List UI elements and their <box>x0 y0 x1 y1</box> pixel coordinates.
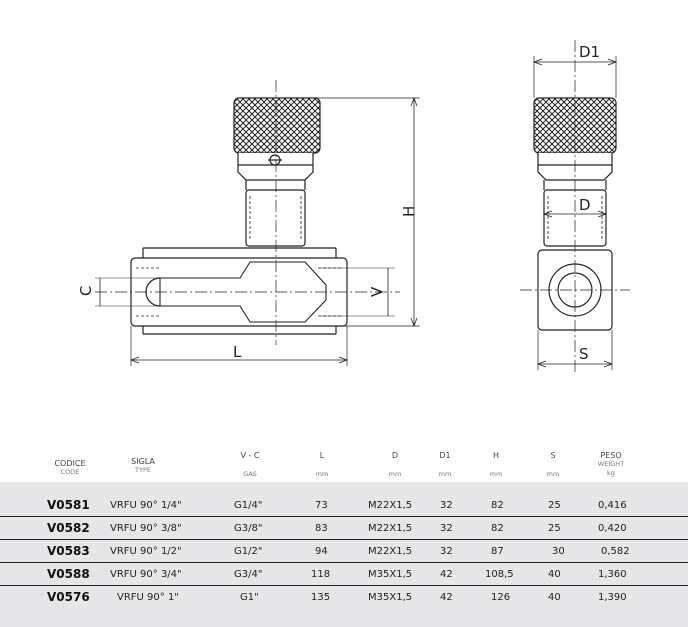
cell-d: M22X1,5 <box>368 500 413 511</box>
cell-code: V0588 <box>47 567 90 581</box>
cell-d: M35X1,5 <box>368 592 413 603</box>
cell-d: M22X1,5 <box>368 546 413 557</box>
cell-d1: 42 <box>440 592 453 603</box>
cell-s: 40 <box>548 569 561 580</box>
cell-gas: G3/4" <box>234 569 263 580</box>
dim-label-h: H <box>400 206 418 217</box>
cell-d: M35X1,5 <box>368 569 413 580</box>
cell-h: 87 <box>491 546 504 557</box>
cell-gas: G1/4" <box>234 500 263 511</box>
cell-code: V0583 <box>47 544 90 558</box>
cell-s: 25 <box>548 500 561 511</box>
table-row: V0576 VRFU 90° 1" G1" 135 M35X1,5 42 126… <box>0 589 688 609</box>
cell-h: 108,5 <box>485 569 514 580</box>
cell-weight: 0,416 <box>598 500 627 511</box>
cell-code: V0576 <box>47 590 90 604</box>
technical-drawing: C V H L D1 D S <box>77 40 630 372</box>
cell-h: 82 <box>491 500 504 511</box>
cell-type: VRFU 90° 1" <box>117 592 179 603</box>
front-view <box>520 40 630 372</box>
row-divider <box>0 539 688 540</box>
table-row: V0588 VRFU 90° 3/4" G3/4" 118 M35X1,5 42… <box>0 566 688 586</box>
cell-weight: 1,390 <box>598 592 627 603</box>
cell-code: V0581 <box>47 498 90 512</box>
cell-weight: 1,360 <box>598 569 627 580</box>
cell-s: 25 <box>548 523 561 534</box>
dim-label-l: L <box>233 343 242 361</box>
cell-weight: 0,420 <box>598 523 627 534</box>
cell-h: 126 <box>491 592 511 603</box>
cell-s: 30 <box>552 546 565 557</box>
cell-d1: 32 <box>440 546 453 557</box>
cell-l: 83 <box>315 523 328 534</box>
dim-label-d: D <box>579 196 591 214</box>
cell-type: VRFU 90° 3/4" <box>110 569 182 580</box>
cell-type: VRFU 90° 1/2" <box>110 546 182 557</box>
dim-label-v: V <box>368 286 386 297</box>
cell-weight: 0,582 <box>601 546 630 557</box>
table-row: V0583 VRFU 90° 1/2" G1/2" 94 M22X1,5 32 … <box>0 543 688 563</box>
cell-d1: 32 <box>440 523 453 534</box>
cell-s: 40 <box>548 592 561 603</box>
row-divider <box>0 516 688 517</box>
row-divider <box>0 562 688 563</box>
table-background <box>0 482 688 627</box>
side-view <box>95 80 420 366</box>
cell-gas: G1/2" <box>234 546 263 557</box>
dim-label-s: S <box>579 345 589 363</box>
cell-gas: G1" <box>240 592 259 603</box>
cell-d: M22X1,5 <box>368 523 413 534</box>
cell-d1: 32 <box>440 500 453 511</box>
cell-type: VRFU 90° 1/4" <box>110 500 182 511</box>
cell-l: 94 <box>315 546 328 557</box>
cell-d1: 42 <box>440 569 453 580</box>
dim-label-c: C <box>77 286 95 296</box>
dim-label-d1: D1 <box>579 43 600 61</box>
cell-type: VRFU 90° 3/8" <box>110 523 182 534</box>
cell-h: 82 <box>491 523 504 534</box>
cell-l: 135 <box>311 592 331 603</box>
table-row: V0581 VRFU 90° 1/4" G1/4" 73 M22X1,5 32 … <box>0 497 688 517</box>
cell-l: 118 <box>311 569 331 580</box>
row-divider <box>0 585 688 586</box>
cell-gas: G3/8" <box>234 523 263 534</box>
cell-l: 73 <box>315 500 328 511</box>
table-row: V0582 VRFU 90° 3/8" G3/8" 83 M22X1,5 32 … <box>0 520 688 540</box>
cell-code: V0582 <box>47 521 90 535</box>
